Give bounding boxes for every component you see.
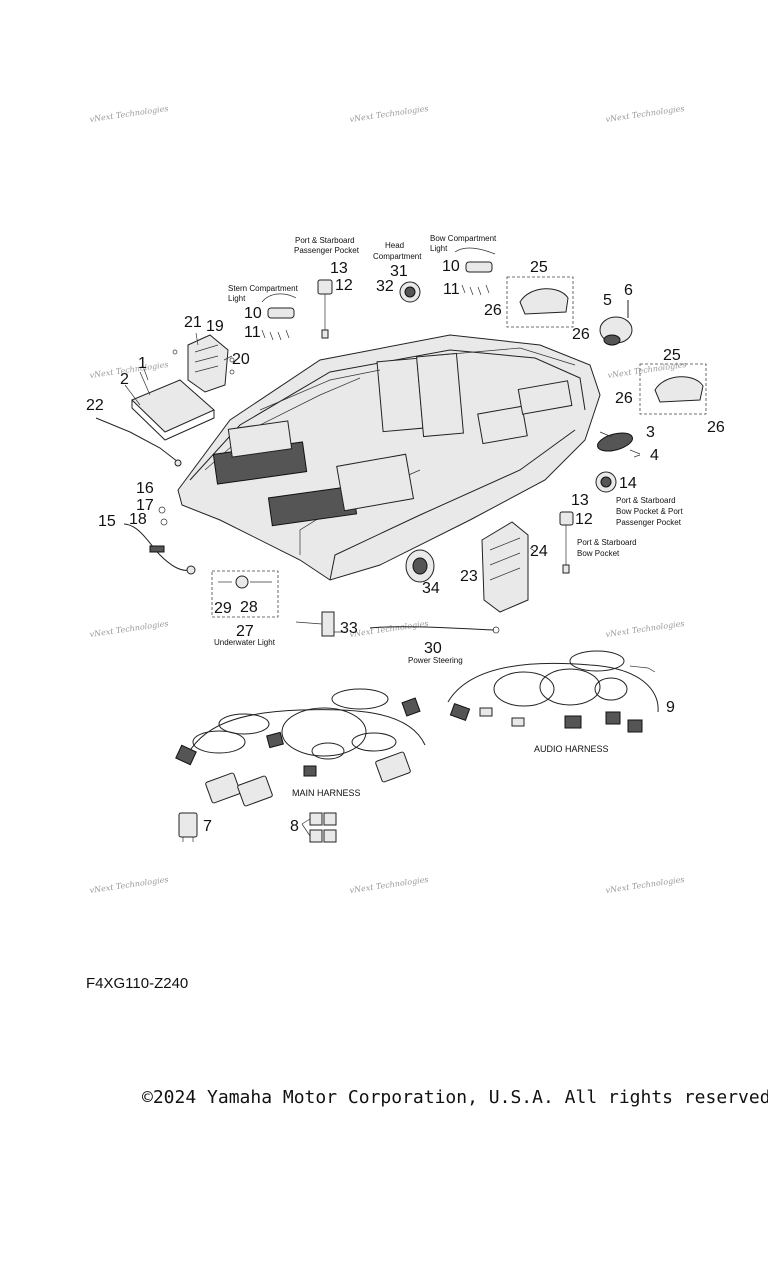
label-head-1: Head	[385, 241, 404, 250]
callout-20: 20	[232, 351, 250, 368]
part-seat-light-right	[639, 363, 707, 415]
part-speaker-grille	[596, 432, 641, 455]
callout-10a: 10	[244, 305, 262, 322]
watermark: vNext Technologies	[605, 104, 685, 124]
label-bow-pocket-2: Bow Pocket	[577, 549, 620, 558]
label-bow-light-2: Light	[430, 244, 448, 253]
callout-26a: 26	[484, 302, 502, 319]
callout-16: 16	[136, 480, 154, 497]
callout-27: 27	[236, 623, 254, 640]
callout-2: 2	[120, 371, 129, 388]
label-stern-light-1: Stern Compartment	[228, 284, 299, 293]
label-bow-pocket-port-1: Port & Starboard	[616, 496, 676, 505]
watermark: vNext Technologies	[89, 360, 169, 380]
boat-hull	[177, 334, 601, 581]
callout-30: 30	[424, 640, 442, 657]
audio-harness	[447, 650, 659, 733]
watermark: vNext Technologies	[605, 875, 685, 895]
label-passenger-pocket-1: Port & Starboard	[295, 236, 355, 245]
callout-6: 6	[624, 282, 633, 299]
diagram-code: F4XG110-Z240	[86, 975, 189, 992]
label-passenger-pocket-2: Passenger Pocket	[294, 246, 360, 255]
label-audio-harness: AUDIO HARNESS	[534, 744, 609, 754]
watermark: vNext Technologies	[605, 619, 685, 639]
callout-1: 1	[138, 355, 147, 372]
callout-21: 21	[184, 314, 202, 331]
label-underwater-light: Underwater Light	[214, 638, 276, 647]
callout-13b: 13	[571, 492, 589, 509]
callout-26c: 26	[615, 390, 633, 407]
part-bow-pocket-light	[559, 511, 574, 574]
label-power-steering: Power Steering	[408, 656, 463, 665]
watermark: vNext Technologies	[89, 875, 169, 895]
part-seat-light-upper	[506, 276, 574, 328]
callout-15: 15	[98, 513, 116, 530]
callout-24: 24	[530, 543, 548, 560]
callouts: 1 2 3 4 5 6 7 8 9 10 11 12 13 10 11 12 1…	[86, 258, 725, 835]
watermark: vNext Technologies	[89, 104, 169, 124]
label-head-2: Compartment	[373, 252, 422, 261]
label-bow-light-1: Bow Compartment	[430, 234, 497, 243]
callout-23: 23	[460, 568, 478, 585]
callout-25b: 25	[663, 347, 681, 364]
callout-12a: 12	[335, 277, 353, 294]
part-bow-light	[454, 247, 496, 296]
callout-13a: 13	[330, 260, 348, 277]
watermark: vNext Technologies	[349, 104, 429, 124]
watermark: vNext Technologies	[349, 619, 429, 639]
part-module-bracket	[481, 521, 529, 613]
label-bow-pocket-port-3: Passenger Pocket	[616, 518, 682, 527]
callout-11b: 11	[443, 281, 460, 298]
callout-31: 31	[390, 263, 408, 280]
main-harness	[175, 688, 426, 807]
part-labels: Stern Compartment Light Port & Starboard…	[214, 234, 683, 798]
part-tray	[124, 371, 215, 441]
part-battery-cable	[123, 506, 196, 575]
callout-3: 3	[646, 424, 655, 441]
callout-18: 18	[129, 511, 147, 528]
callout-8: 8	[290, 818, 299, 835]
part-cable-22	[95, 417, 182, 467]
callout-10b: 10	[442, 258, 460, 275]
part-pocket-speaker	[595, 471, 617, 493]
part-underwater-light	[211, 570, 279, 618]
callout-25a: 25	[530, 259, 548, 276]
callout-34: 34	[422, 580, 440, 597]
callout-26d: 26	[707, 419, 725, 436]
callout-26b: 26	[572, 326, 590, 343]
part-power-steering	[369, 626, 500, 634]
label-bow-pocket-port-2: Bow Pocket & Port	[616, 507, 683, 516]
part-passenger-pocket-light	[317, 279, 333, 339]
label-stern-light-2: Light	[228, 294, 246, 303]
part-fuse-box	[172, 334, 235, 393]
callout-4: 4	[650, 447, 659, 464]
part-connectors	[301, 812, 337, 843]
label-bow-pocket-1: Port & Starboard	[577, 538, 637, 547]
callout-19: 19	[206, 318, 224, 335]
callout-7: 7	[203, 818, 212, 835]
callout-28: 28	[240, 599, 258, 616]
watermark: vNext Technologies	[89, 619, 169, 639]
part-relay	[178, 812, 198, 842]
callout-32: 32	[376, 278, 394, 295]
callout-33: 33	[340, 620, 358, 637]
callout-5: 5	[603, 292, 612, 309]
callout-22: 22	[86, 397, 104, 414]
part-stern-light	[261, 293, 297, 341]
label-main-harness: MAIN HARNESS	[292, 788, 361, 798]
part-sensor	[295, 611, 345, 637]
callout-11a: 11	[244, 324, 261, 341]
callout-9: 9	[666, 699, 675, 716]
callout-17: 17	[136, 497, 154, 514]
leader-lines	[143, 332, 641, 553]
callout-29: 29	[214, 600, 232, 617]
part-head-speaker	[399, 281, 421, 303]
watermark: vNext Technologies	[349, 875, 429, 895]
callout-14: 14	[619, 475, 637, 492]
part-power-socket	[405, 549, 435, 583]
part-speaker-pod	[599, 300, 633, 346]
callout-12b: 12	[575, 511, 593, 528]
copyright-notice: ©2024 Yamaha Motor Corporation, U.S.A. A…	[142, 1087, 768, 1108]
